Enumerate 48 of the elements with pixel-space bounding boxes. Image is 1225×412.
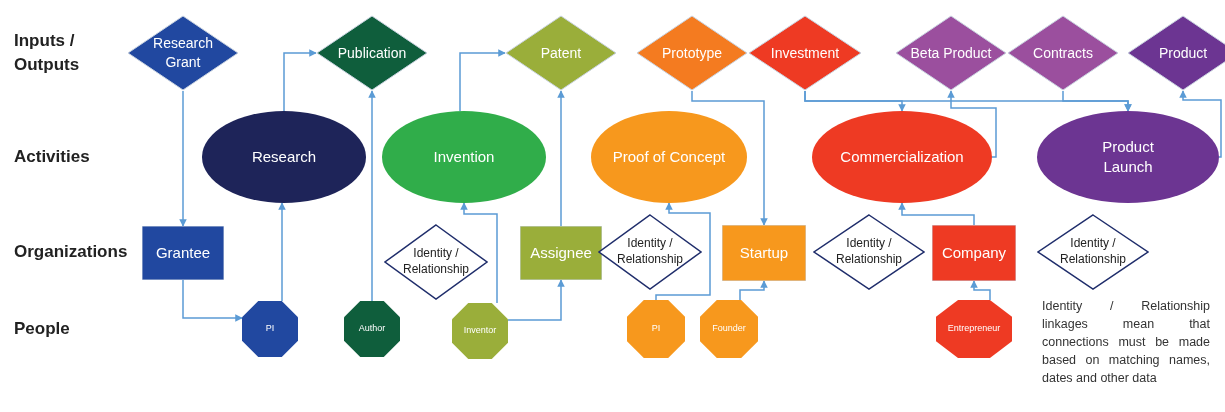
organization-box: Company (932, 225, 1016, 281)
connector-arrow (179, 90, 187, 227)
person-octagon: Author (344, 301, 400, 357)
connector-arrow (739, 280, 768, 301)
output-diamond: Research Grant (127, 15, 239, 91)
output-diamond: Prototype (636, 15, 748, 91)
relationship-diamond: Identity / Relationship (384, 224, 488, 300)
relationship-diamond: Identity / Relationship (813, 214, 925, 290)
output-diamond: Publication (316, 15, 428, 91)
connector-arrow (655, 202, 711, 301)
person-octagon: PI (242, 301, 298, 357)
person-octagon: Entrepreneur (936, 300, 1012, 358)
row-label: Inputs / Outputs (14, 30, 81, 76)
connector-arrow (278, 202, 286, 302)
connector-arrow (459, 49, 506, 112)
person-octagon: PI (627, 300, 685, 358)
connector-arrow (182, 279, 243, 322)
output-diamond: Patent (505, 15, 617, 91)
connector-arrow (368, 90, 376, 302)
connector-arrow (507, 279, 565, 321)
connector-arrow (970, 280, 991, 301)
relationship-diamond: Identity / Relationship (1037, 214, 1149, 290)
activity-ellipse: Research (202, 111, 366, 203)
connector-arrow (1062, 90, 1132, 112)
organization-box: Grantee (142, 226, 224, 280)
connector-arrow (691, 90, 768, 226)
connector-arrow (283, 49, 317, 112)
row-label: People (14, 318, 71, 341)
activity-ellipse: Commercialization (812, 111, 992, 203)
activity-ellipse: Product Launch (1037, 111, 1219, 203)
output-diamond: Beta Product (895, 15, 1007, 91)
person-octagon: Founder (700, 300, 758, 358)
connector-arrow (947, 90, 997, 158)
activity-ellipse: Proof of Concept (591, 111, 747, 203)
note-text: Identity / Relationship linkages mean that connections must be made based on matching names, dates and other data (1042, 298, 1210, 387)
output-diamond: Investment (748, 15, 862, 91)
person-octagon: Inventor (452, 303, 508, 359)
output-diamond: Contracts (1007, 15, 1119, 91)
connector-arrow (460, 202, 498, 304)
output-diamond: Product (1127, 15, 1225, 91)
connector-arrow (898, 202, 975, 226)
relationship-diamond: Identity / Relationship (598, 214, 702, 290)
row-label: Activities (14, 146, 91, 169)
organization-box: Assignee (520, 226, 602, 280)
organization-box: Startup (722, 225, 806, 281)
connector-arrow (1179, 90, 1222, 158)
connector-arrow (557, 90, 565, 227)
activity-ellipse: Invention (382, 111, 546, 203)
